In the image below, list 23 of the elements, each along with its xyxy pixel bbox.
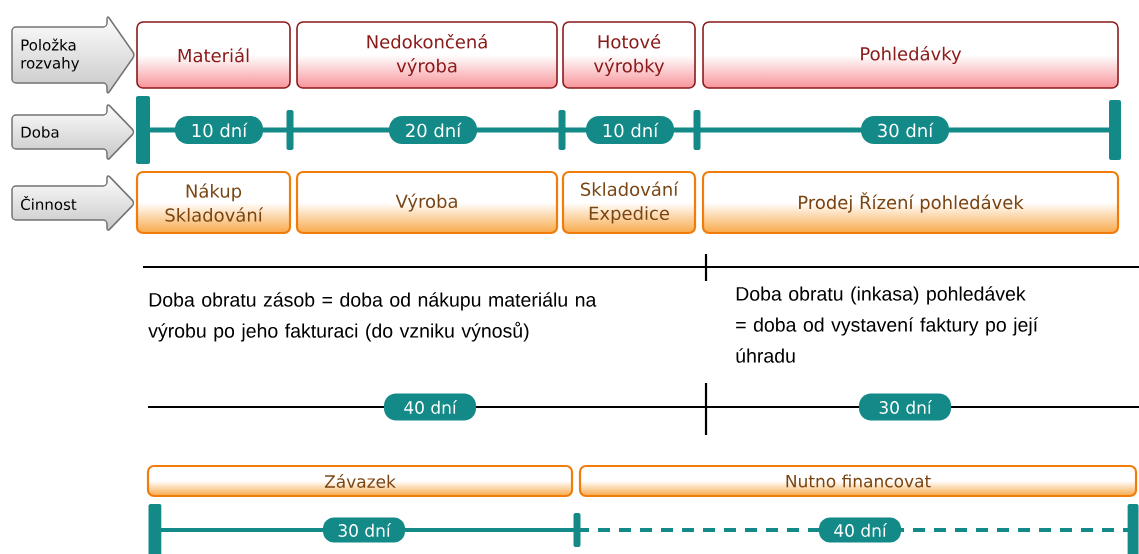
activity-box: Závazek [146, 464, 574, 498]
activity-box: Výroba [295, 170, 559, 235]
duration-pill: 40 dní [384, 393, 476, 421]
description-text: Doba obratu zásob = doba od nákupu materiálu na výrobu po jeho fakturaci (do vzniku výnosů) [148, 292, 597, 342]
duration-pill: 30 dní [859, 393, 951, 421]
duration-pill: 10 dní [175, 116, 263, 144]
activity-box: Nákup Skladování [135, 170, 292, 235]
duration-pill: 10 dní [586, 116, 674, 144]
duration-pill: 20 dní [389, 116, 477, 144]
row-heading: Doba [11, 104, 135, 160]
duration-pill: 40 dní [819, 517, 901, 543]
activity-box: Skladování Expedice [561, 170, 697, 235]
row-heading: Položka rozvahy [11, 16, 135, 94]
balance-item-box: Nedokončená výroba [296, 21, 558, 89]
balance-item-box: Hotové výrobky [562, 21, 696, 89]
duration-pill: 30 dní [323, 517, 405, 543]
activity-box: Nutno financovat [578, 464, 1138, 498]
duration-pill: 30 dní [861, 116, 949, 144]
row-heading: Činnost [11, 175, 135, 231]
description-text: Doba obratu (inkasa) pohledávek = doba od vystavení faktury po její úhradu [736, 286, 1038, 363]
balance-item-box: Pohledávky [702, 21, 1119, 89]
activity-box: Prodej Řízení pohledávek [701, 170, 1120, 235]
balance-item-box: Materiál [136, 21, 291, 89]
